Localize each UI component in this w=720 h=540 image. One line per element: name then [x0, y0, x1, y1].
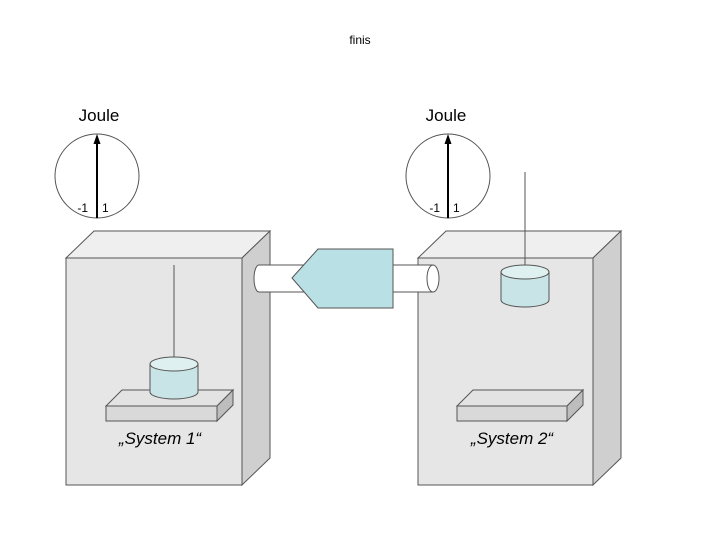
system-2-box: „System 2“: [416, 172, 623, 487]
meter-2-tick-neg: -1: [429, 201, 440, 215]
pipe-valve: [291, 248, 394, 309]
meter-1-needle-tip: [93, 134, 101, 144]
system-1-box-top: [64, 230, 272, 259]
system-2-label: „System 2“: [470, 429, 555, 448]
system-1-box: „System 1“: [64, 229, 272, 487]
system-2-box-side: [592, 229, 622, 487]
joule-meter-1: Joule -1 1: [54, 106, 140, 219]
joule-meter-2: Joule -1 1: [405, 106, 491, 219]
system-2-plate: [455, 388, 585, 423]
meter-1-tick-pos: 1: [102, 201, 109, 215]
slide-title: finis: [349, 33, 370, 47]
pipe-right-opening: [426, 264, 440, 293]
meter-2-needle-tip: [444, 134, 452, 144]
meter-2-unit-label: Joule: [426, 106, 467, 125]
system-2-box-top: [416, 230, 623, 259]
meter-2-tick-pos: 1: [453, 201, 460, 215]
pipe-left-segment: [253, 264, 307, 293]
system-1-weight: [149, 356, 199, 400]
meter-1-tick-neg: -1: [77, 201, 88, 215]
connecting-pipe: [253, 248, 440, 309]
system-1-label: „System 1“: [118, 429, 203, 448]
system-2-weight: [500, 264, 550, 308]
meter-1-unit-label: Joule: [79, 106, 120, 125]
